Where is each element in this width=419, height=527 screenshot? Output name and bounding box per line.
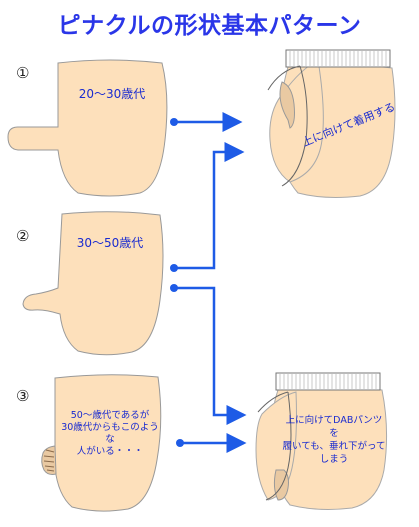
result-2-label-line-1: 上に向けてDABパンツを xyxy=(285,415,383,439)
pattern-1-shape xyxy=(7,59,168,197)
pattern-2-label: 30〜50歳代 xyxy=(76,236,144,250)
pattern-3-number: ③ xyxy=(16,387,30,405)
page-title: ピナクルの形状基本パターン xyxy=(57,13,362,39)
result-2-label: 上に向けてDABパンツを 履いても、垂れ下がって しまう xyxy=(282,414,386,466)
pattern-3-shape xyxy=(41,374,162,512)
pattern-1-label: 20〜30歳代 xyxy=(78,87,146,101)
arrow-2 xyxy=(170,142,245,272)
pattern-1-number: ① xyxy=(16,64,30,82)
arrow-3 xyxy=(170,284,247,425)
result-2-label-line-2: 履いても、垂れ下がって xyxy=(282,441,386,452)
pattern-3-label: 50〜歳代であるが 30歳代からもこのような 人がいる・・・ xyxy=(58,410,162,458)
pattern-3-label-line-2: 30歳代からもこのような xyxy=(61,422,159,445)
pattern-3-label-line-3: 人がいる・・・ xyxy=(76,446,144,457)
arrow-4 xyxy=(176,433,247,453)
pattern-3-label-line-1: 50〜歳代であるが xyxy=(70,410,150,421)
pattern-2-number: ② xyxy=(16,227,30,245)
result-1-shape xyxy=(267,49,396,198)
result-2-shape xyxy=(255,372,388,510)
pattern-2-shape xyxy=(22,211,164,356)
arrow-1 xyxy=(170,112,243,132)
result-2-label-line-3: しまう xyxy=(319,454,349,465)
